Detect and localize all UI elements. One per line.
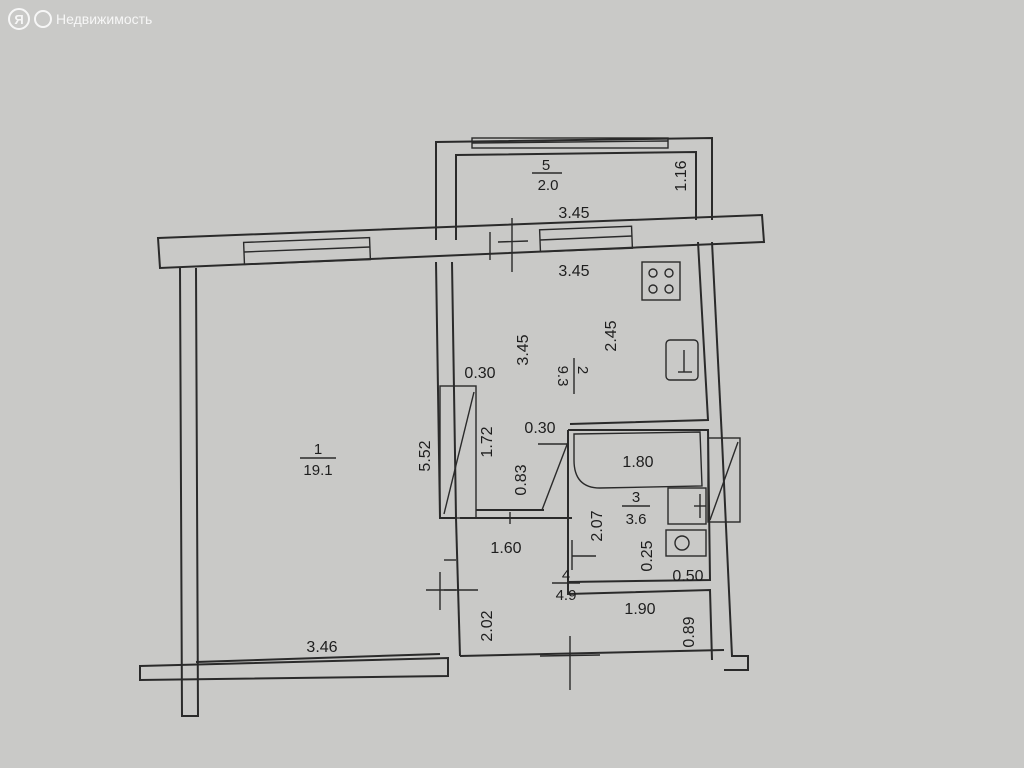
room-label-4: 4 4.9 [552,567,580,604]
dimension-label: 3.46 [306,639,337,656]
dimension-label: 2.07 [589,510,606,541]
balcony-outline [435,136,713,240]
stove-burner-icon [664,284,674,294]
kitchen-walls [569,241,723,441]
hallway-walls [426,439,749,690]
stove-icon [641,261,681,301]
kitchen-sink-icon [665,339,699,381]
yandex-logo-icon: Я [8,8,30,30]
room-1-walls [139,267,449,717]
stove-burner-icon [648,268,658,278]
ring-logo-icon [34,10,52,28]
dimension-label: 3.45 [558,205,589,222]
room-area: 19.1 [303,462,332,479]
watermark-text: Недвижимость [56,11,153,27]
room-number: 4 [562,567,570,584]
watermark: Я Недвижимость [8,8,152,30]
room-label-5: 5 2.0 [532,157,562,194]
toilet-icon [665,529,707,557]
room-label-1: 1 19.1 [300,441,336,479]
dimension-label: 1.16 [673,160,690,191]
dimension-label: 2.02 [479,610,496,641]
dimension-label: 1.90 [624,601,655,618]
room-area: 2.0 [538,177,559,194]
dimension-label: 0.50 [672,568,703,585]
dimension-label: 1.60 [490,540,521,557]
stove-burner-icon [664,268,674,278]
bathtub-icon [573,431,703,489]
stove-burner-icon [648,284,658,294]
exterior-wall-top [156,213,766,272]
room-label-2: 2 9.3 [554,358,591,394]
room-labels: 1 19.1 2 9.3 3 3.6 4 4.9 5 2.0 [300,157,650,604]
room-number: 3 [632,489,640,506]
partition-walls [435,261,725,657]
dimension-label: 0.30 [524,420,555,437]
room-area: 9.3 [554,366,571,387]
dimension-label: 3.45 [558,263,589,280]
room-label-3: 3 3.6 [622,489,650,528]
room-area: 3.6 [626,511,647,528]
room-number: 5 [542,157,550,174]
dimension-label: 3.45 [515,334,532,365]
dimension-labels: 3.45 1.16 3.45 2.45 3.45 0.30 5.52 1.72 … [306,160,703,656]
dimension-label: 2.45 [603,320,620,351]
dimension-label: 0.83 [513,464,530,495]
dimension-label: 1.72 [479,426,496,457]
dimension-label: 0.25 [639,540,656,571]
dimension-label: 0.89 [681,616,698,647]
room-number: 1 [314,441,322,458]
room-area: 4.9 [556,587,577,604]
dimension-label: 1.80 [622,454,653,471]
dimension-label: 5.52 [417,440,434,471]
dimension-label: 0.30 [464,365,495,382]
room-number: 2 [574,366,591,374]
